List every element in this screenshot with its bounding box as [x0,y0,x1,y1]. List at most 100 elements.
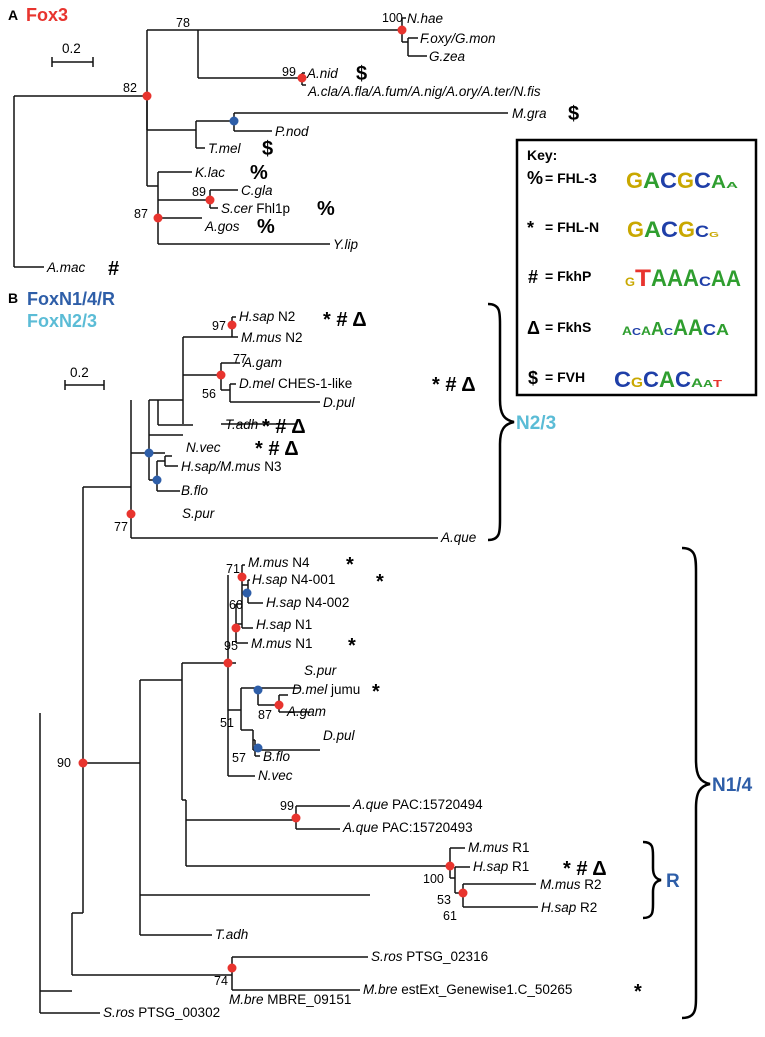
leaf-label: A.gam [242,355,282,370]
svg-text:G: G [627,217,644,242]
motif-symbol: * # Δ [323,309,367,331]
svg-text:C: C [661,217,678,242]
leaf-label: M.mus N2 [241,330,303,345]
leaf-label: C.gla [241,183,273,198]
bootstrap-label: 100 [423,872,444,886]
node-b-74 [227,963,237,973]
motif-symbol: * [348,635,356,657]
svg-text:A: A [659,367,675,392]
node-b-71 [237,572,247,582]
node-b-56 [216,370,226,380]
motif-symbol: * # Δ [432,374,476,396]
node-a-82 [142,91,152,101]
key-symbol: $ [528,368,538,388]
leaf-label: H.sap N2 [239,309,295,324]
node-b-99 [291,813,301,823]
svg-text:C: C [632,327,641,338]
leaf-label: S.pur [182,506,215,521]
bootstrap-label: 60 [229,598,243,612]
tree-a-nodes [142,25,407,223]
svg-text:G: G [677,168,694,193]
leaf-label: A.gos [204,219,240,234]
leaf-label: A.que PAC:15720493 [342,820,473,835]
node-b-61 [458,888,468,898]
motif-symbol: $ [262,138,273,160]
panel-b-title-2: FoxN2/3 [27,311,97,331]
key-box [515,138,758,397]
bootstrap-label: 87 [258,708,272,722]
key-symbol: * [527,218,534,238]
svg-text:C: C [664,327,673,338]
leaf-label: A.cla/A.fla/A.fum/A.nig/A.ory/A.ter/N.fi… [307,84,541,99]
panel-a: A Fox3 0.2 [8,5,579,280]
motif-symbol: * # Δ [262,416,306,438]
motif-logo-fvh: C G C A C A A T [614,367,722,392]
bootstrap-label: 57 [232,751,246,765]
node-b-97 [227,320,237,330]
group-label-n14: N1/4 [712,775,753,796]
key-symbol: # [528,267,538,287]
leaf-label: H.sap R1 [473,859,529,874]
leaf-label: K.lac [195,165,225,180]
tree-b-leaves: H.sap N2 * # Δ M.mus N2 A.gam D.mel CHES… [103,309,642,1020]
node-a-100 [397,25,407,35]
leaf-label: H.sap N4-001 [252,572,335,587]
leaf-label: T.mel [208,141,242,156]
svg-text:A: A [644,217,661,242]
svg-text:A: A [691,376,703,390]
svg-text:A: A [716,322,729,339]
key-label: = FHL-3 [545,170,597,186]
node-b-blue [152,475,162,485]
leaf-label: A.que [440,530,476,545]
leaf-label: T.adh [225,417,258,432]
leaf-label: H.sap/M.mus N3 [181,459,282,474]
svg-text:A: A [641,324,651,338]
scale-bar-b: 0.2 [64,365,105,390]
leaf-label: D.pul [323,395,356,410]
key-label: = FkhS [545,319,591,335]
svg-text:G: G [678,217,695,242]
motif-logo-fkhs: A C A A C A A C A [622,315,729,340]
node-a-87 [153,213,163,223]
svg-text:C: C [699,273,711,289]
leaf-label: M.bre estExt_Genewise1.C_50265 [363,982,572,997]
motif-symbol: $ [356,63,367,85]
leaf-label: F.oxy/G.mon [420,31,496,46]
motif-symbol: * [634,981,642,1003]
motif-symbol: * [346,554,354,576]
panel-b: B FoxN1/4/R FoxN2/3 0.2 [8,289,753,1020]
motif-symbol: % [317,198,335,220]
motif-symbol: * [372,681,380,703]
svg-text:A: A [726,181,738,190]
svg-text:A: A [673,315,688,340]
bootstrap-label: 99 [282,65,296,79]
bootstrap-label: 77 [114,520,128,534]
svg-text:G: G [626,168,643,193]
leaf-label: N.vec [258,768,293,783]
bootstrap-label: 87 [134,207,148,221]
motif-logo-fhl3: G A C G C A A [626,168,738,193]
svg-text:C: C [703,322,716,339]
leaf-label: A.mac [46,260,86,275]
bootstrap-label: 71 [226,562,240,576]
leaf-label: T.adh [215,927,248,942]
bootstrap-label: 99 [280,799,294,813]
svg-text:C: C [660,168,677,193]
leaf-label: M.mus N4 [248,555,310,570]
bootstrap-label: 78 [176,16,190,30]
bootstrap-label: 90 [57,756,71,770]
svg-text:T: T [635,265,651,292]
brace-n14 [681,546,711,1020]
leaf-label: G.zea [429,49,466,64]
motif-symbol: * # Δ [255,438,299,460]
leaf-label: Y.lip [333,237,359,252]
node-b-90 [78,758,88,768]
bootstrap-label: 100 [382,11,403,25]
svg-text:A: A [711,172,726,192]
scale-bar-a-label: 0.2 [62,41,81,56]
node-a-99 [297,73,307,83]
tree-a-leaves: N.hae F.oxy/G.mon G.zea A.nid $ A.cla/A.… [46,11,579,280]
leaf-label: H.sap N1 [256,617,312,632]
key-title: Key: [527,147,557,163]
